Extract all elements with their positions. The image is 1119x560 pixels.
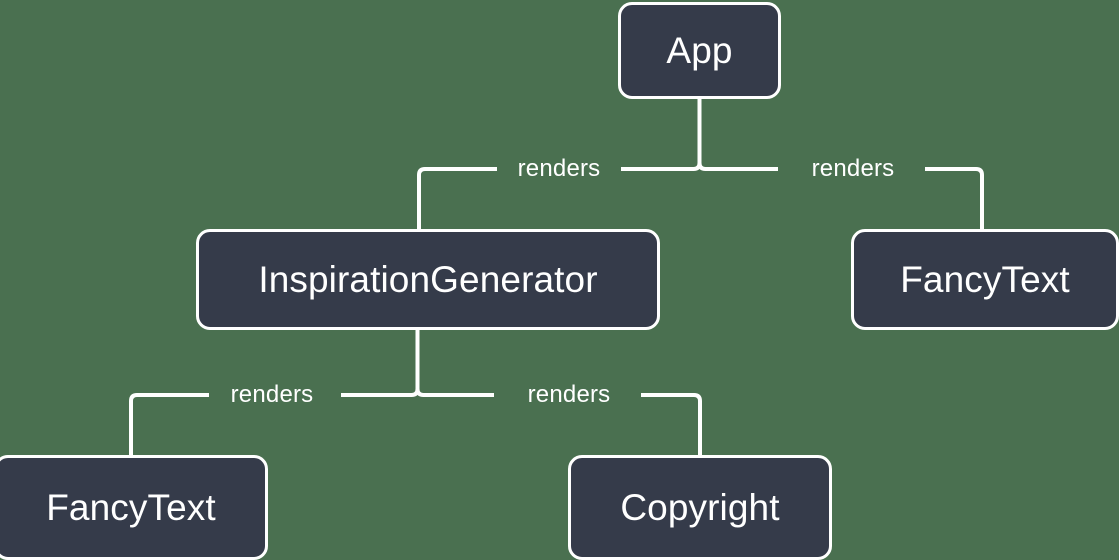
edge-label-inspirationgenerator-fancytext-left: renders (230, 381, 314, 408)
node-copyright[interactable]: Copyright (568, 455, 832, 560)
node-inspirationgenerator-label: InspirationGenerator (258, 258, 598, 300)
edge-label-app-fancytext-right: renders (811, 155, 895, 182)
node-inspirationgenerator[interactable]: InspirationGenerator (196, 229, 660, 330)
edge-label-inspirationgenerator-copyright: renders (527, 381, 611, 408)
node-fancytext-right-label: FancyText (900, 258, 1070, 300)
node-copyright-label: Copyright (620, 486, 780, 528)
node-fancytext-left[interactable]: FancyText (0, 455, 268, 560)
node-app-label: App (666, 29, 733, 71)
node-fancytext-right[interactable]: FancyText (851, 229, 1119, 330)
node-fancytext-left-label: FancyText (46, 486, 216, 528)
node-app[interactable]: App (618, 2, 781, 99)
edge-label-app-inspirationgenerator: renders (517, 155, 601, 182)
